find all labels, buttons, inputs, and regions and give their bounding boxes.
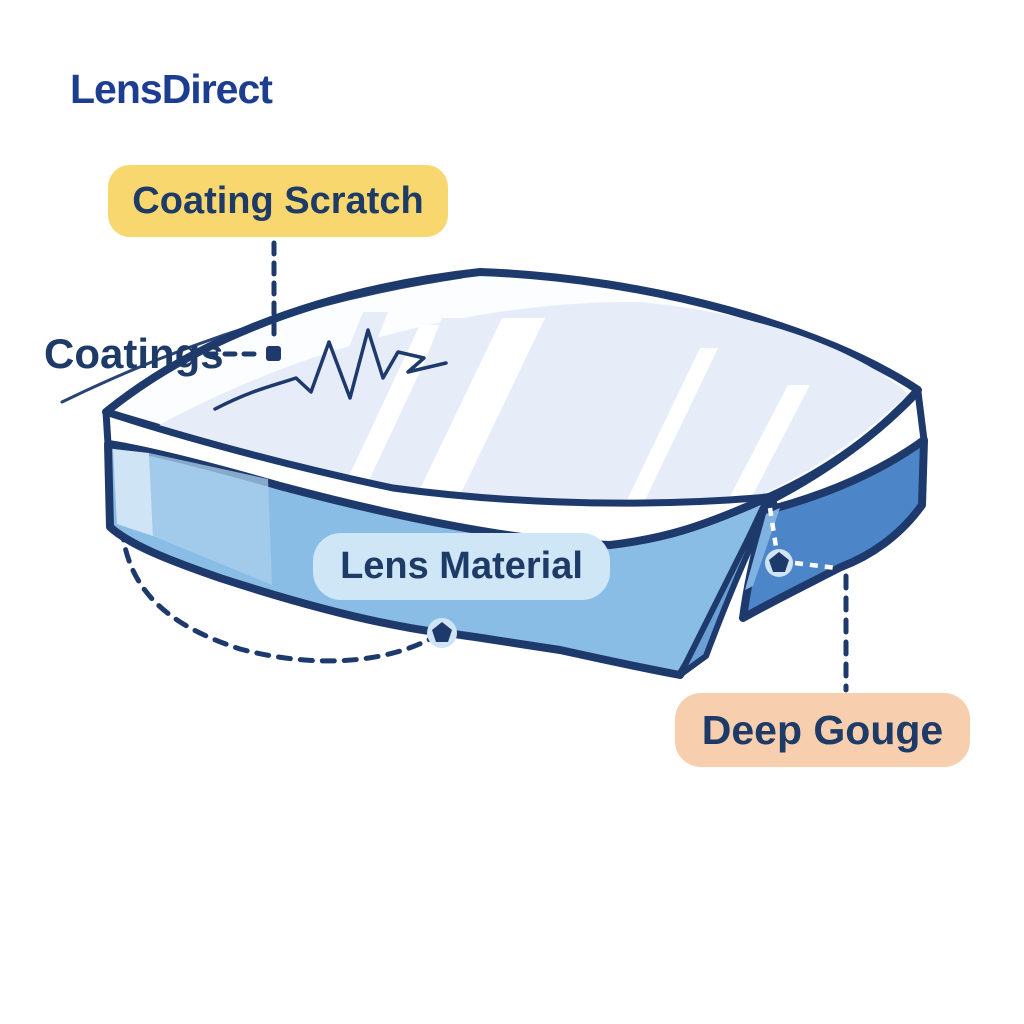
coatings-label: Coatings xyxy=(44,330,224,377)
highlight-streak xyxy=(300,325,442,508)
deep-gouge-label-text: Deep Gouge xyxy=(701,706,944,753)
top-surface-shading xyxy=(150,301,908,508)
lens-material-marker-dot xyxy=(432,622,452,642)
tint-streak xyxy=(315,312,388,432)
lens-material-connector-curve xyxy=(119,525,433,664)
rim-accent-line xyxy=(60,275,464,404)
top-surface-tint xyxy=(150,301,908,505)
deep-gouge-label: Deep Gouge xyxy=(675,693,970,767)
gouge-connector-white-vertical xyxy=(767,507,779,548)
highlight-streak xyxy=(645,385,810,508)
coating-scratch-label: Coating Scratch xyxy=(108,165,448,237)
edge-highlight xyxy=(149,453,272,585)
coating-scratch-marker-dot xyxy=(266,346,281,361)
gouge-connector-white-horizontal xyxy=(794,560,837,571)
coating-scratch-label-text: Coating Scratch xyxy=(132,179,424,222)
edge-highlight xyxy=(113,449,153,536)
highlight-streak xyxy=(362,318,545,508)
tint-streak xyxy=(385,318,463,462)
lens-material-label: Lens Material xyxy=(313,533,610,600)
highlight-streak xyxy=(560,348,718,508)
lens-material-label-text: Lens Material xyxy=(340,545,583,587)
coating-scratch-mark xyxy=(213,328,448,411)
brand-logo: LensDirect xyxy=(70,66,273,112)
deep-gouge-marker-dot xyxy=(769,552,789,572)
